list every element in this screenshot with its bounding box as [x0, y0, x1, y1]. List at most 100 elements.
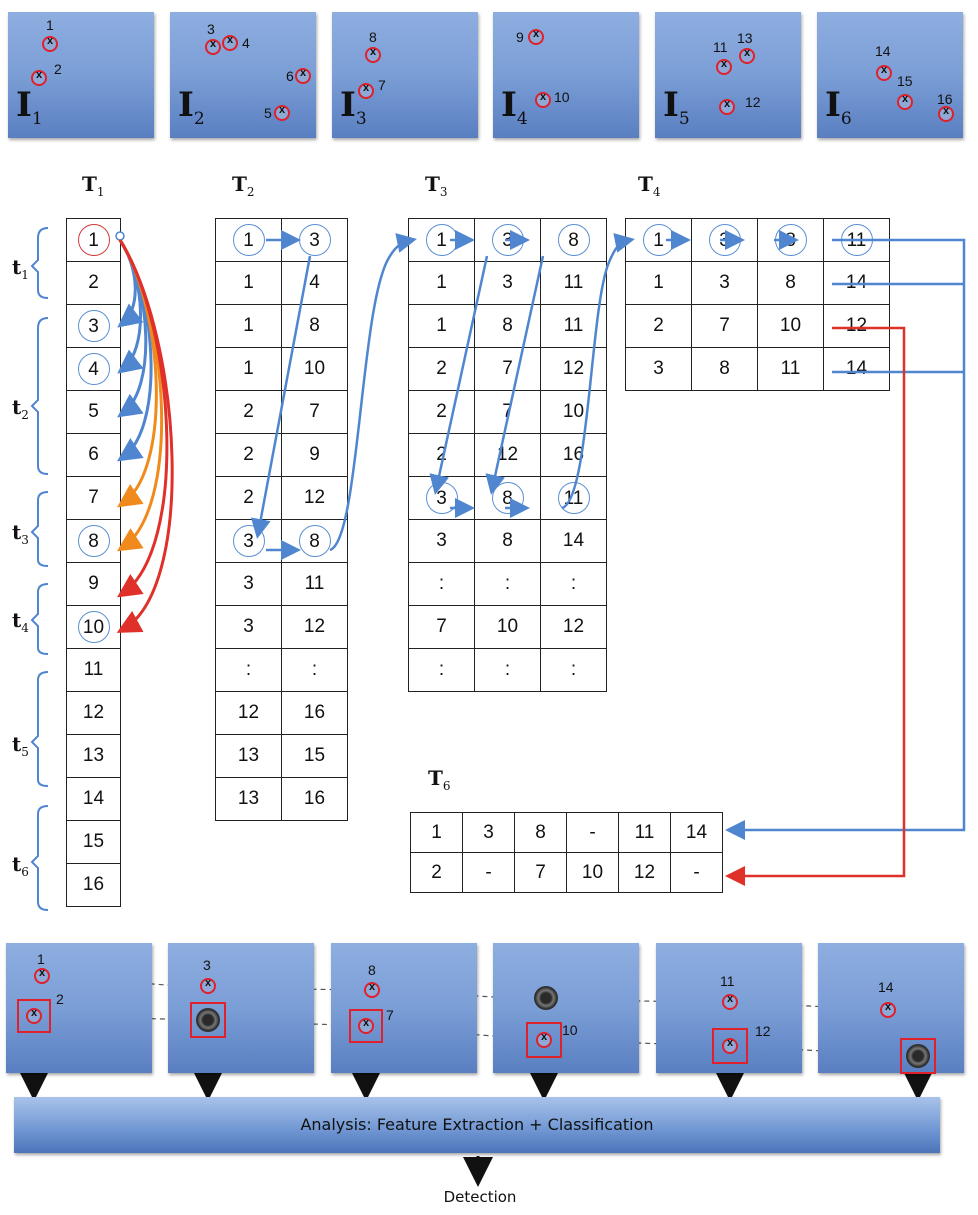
table-cell: 3 [625, 347, 692, 391]
table-cell: 12 [215, 691, 282, 735]
detection-marker [365, 46, 381, 63]
detection-number: 1 [37, 951, 45, 967]
table-cell: : [474, 648, 541, 692]
table-cell: 2 [408, 390, 475, 434]
table-cell: 7 [474, 347, 541, 391]
detection-marker [364, 981, 380, 998]
table-cell: 10 [566, 852, 619, 893]
table-cell: 15 [66, 820, 121, 864]
table-cell: 7 [66, 476, 121, 520]
detection-number: 13 [737, 30, 753, 46]
table-cell: 10 [474, 605, 541, 649]
table-cell: 2 [410, 852, 463, 893]
detection-number: 15 [897, 73, 913, 89]
table-cell: 11 [540, 261, 607, 305]
table-row: 8 [66, 519, 121, 563]
detection-marker [876, 64, 892, 81]
table-cell: 8 [281, 304, 348, 348]
detection-number: 14 [878, 979, 894, 995]
detection-number: 10 [562, 1022, 578, 1038]
bottom-frame-4 [493, 943, 639, 1073]
table-title-t6: T6 [428, 766, 451, 793]
table-cell: - [462, 852, 515, 893]
detection-number: 3 [203, 957, 211, 973]
table-title-t4: T4 [638, 172, 661, 199]
table-cell: 1 [215, 261, 282, 305]
frame-i4: 9 10 I4 [493, 12, 639, 138]
table-cell: 13 [215, 777, 282, 821]
table-cell: 8 [514, 812, 567, 853]
detection-marker [880, 1001, 896, 1018]
detection-marker [358, 1017, 374, 1034]
table-row: ::: [408, 562, 607, 606]
table-row: 15 [66, 820, 121, 864]
detection-number: 3 [207, 21, 215, 37]
frame-i1: 1 2 I1 [8, 12, 154, 138]
table-cell: : [540, 562, 607, 606]
frame-i2: 3 4 6 5 I2 [170, 12, 316, 138]
detection-marker [26, 1007, 42, 1024]
detection-marker [31, 69, 47, 86]
table-cell: 12 [281, 476, 348, 520]
detection-number: 11 [720, 973, 735, 989]
lesion-blob [534, 986, 558, 1010]
table-cell: 1 [215, 347, 282, 391]
detection-marker [205, 38, 221, 55]
candidate-box [526, 1022, 562, 1058]
table-row: 1 [66, 218, 121, 262]
frame-i6: 14 15 16 I6 [817, 12, 963, 138]
table-row: 4 [66, 347, 121, 391]
table-cell: 1 [410, 812, 463, 853]
table-cell: 2 [66, 261, 121, 305]
detection-marker [34, 967, 50, 984]
table-row: 2 [66, 261, 121, 305]
table-cell: 7 [408, 605, 475, 649]
table-cell: 8 [540, 218, 607, 262]
table-cell: 16 [281, 777, 348, 821]
detection-number: 2 [54, 61, 62, 77]
frame-label: I6 [825, 85, 852, 129]
table-row: :: [215, 648, 348, 692]
circled-value: 1 [77, 224, 110, 256]
table-title-t3: T3 [425, 172, 448, 199]
table-title-t1: T1 [82, 172, 105, 199]
bottom-frame-3 [331, 943, 477, 1073]
circled-value: 8 [557, 224, 590, 256]
table-cell: 12 [823, 304, 890, 348]
detection-marker [200, 977, 216, 994]
candidate-box [349, 1009, 383, 1043]
detection-number: 14 [875, 43, 891, 59]
table-cell: 1 [625, 261, 692, 305]
detection-marker [274, 104, 290, 121]
detection-number: 8 [369, 29, 377, 45]
detection-number: 1 [46, 17, 54, 33]
detection-number: 12 [755, 1023, 771, 1039]
time-label: t1 [12, 255, 29, 282]
table-cell: 14 [670, 812, 723, 853]
table-row: 16 [66, 863, 121, 907]
bottom-frame-2 [168, 943, 314, 1073]
table-cell: 10 [757, 304, 824, 348]
table-cell: 7 [281, 390, 348, 434]
time-label: t6 [12, 852, 29, 879]
detection-number: 11 [713, 39, 728, 55]
anchor-dot [115, 231, 125, 241]
detection-marker [739, 47, 755, 64]
detection-marker [536, 1031, 552, 1048]
table-cell: 1 [66, 218, 121, 262]
table-cell: 12 [540, 605, 607, 649]
detection-marker [938, 105, 954, 122]
time-label: t3 [12, 520, 29, 547]
detection-marker [295, 67, 311, 84]
table-cell: 8 [474, 519, 541, 563]
circled-value: 10 [77, 611, 110, 643]
